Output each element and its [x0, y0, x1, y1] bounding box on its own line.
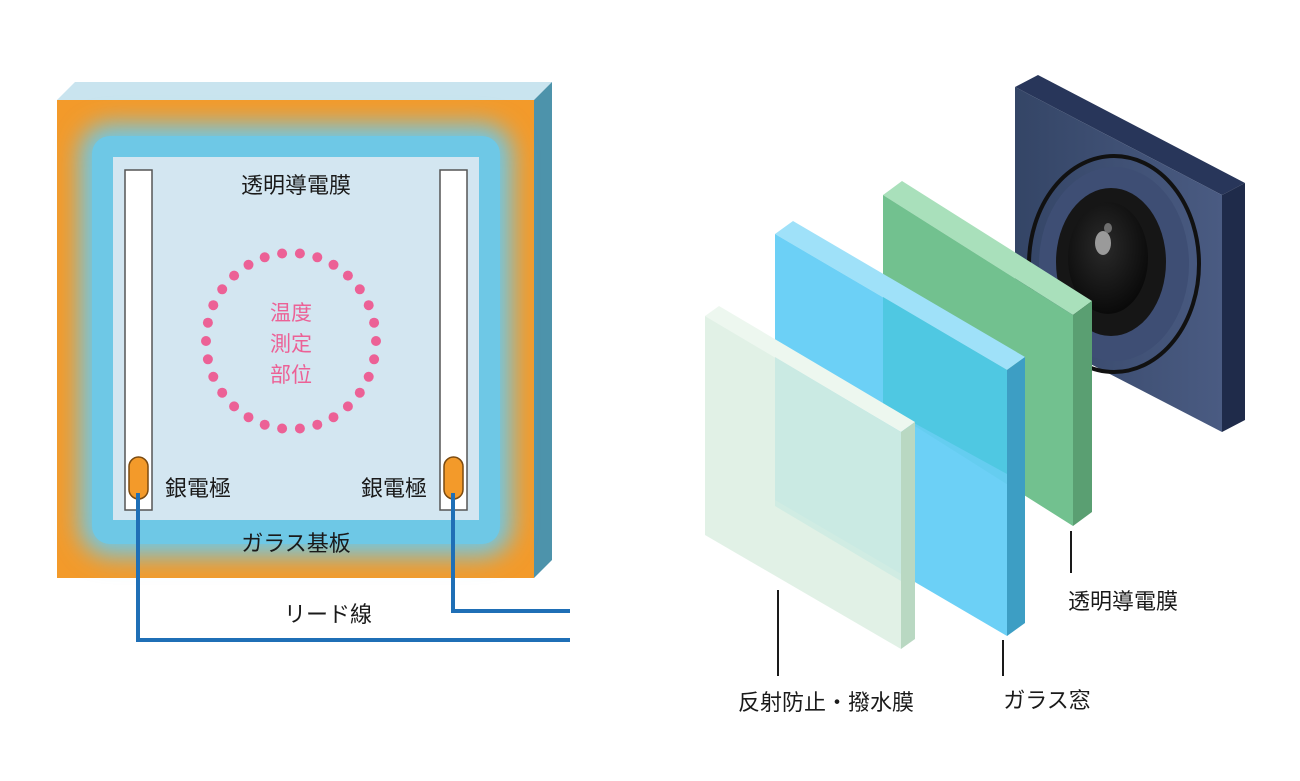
measurement-dot [342, 270, 353, 281]
measure-label-line-2: 測定 [270, 332, 312, 356]
panel-right-edge [534, 82, 552, 578]
substrate-label: ガラス基板 [241, 532, 351, 557]
measurement-dot [312, 252, 323, 263]
measurement-dot [277, 248, 288, 259]
measurement-dot [208, 371, 219, 382]
measurement-dot [259, 252, 270, 263]
measurement-dot [342, 401, 353, 412]
measurement-dot [312, 419, 323, 430]
lead-wire-label: リード線 [284, 603, 372, 628]
measurement-dot [369, 354, 380, 365]
measurement-dot [201, 336, 211, 346]
measurement-dot [294, 248, 305, 259]
measurement-dot [217, 387, 228, 398]
right-film-label: 透明導電膜 [1068, 590, 1178, 615]
measurement-dot [354, 387, 365, 398]
measurement-dot [369, 317, 380, 328]
measurement-ring [201, 248, 381, 434]
silver-electrode-left [128, 456, 149, 500]
measurement-dot [229, 270, 240, 281]
measurement-dot [363, 371, 374, 382]
measurement-dot [294, 423, 305, 434]
measurement-dot [217, 284, 228, 295]
measurement-dot [328, 412, 339, 423]
measurement-dot [354, 284, 365, 295]
measurement-dot [202, 354, 213, 365]
measurement-dot [259, 419, 270, 430]
conductive-film [113, 157, 479, 520]
measurement-dot [208, 300, 219, 311]
coating-label: 反射防止・撥水膜 [738, 691, 914, 716]
measure-label-line-1: 温度 [270, 301, 312, 325]
measure-label-line-3: 部位 [270, 363, 312, 387]
lead-wire-left [136, 493, 570, 642]
measurement-dot [363, 300, 374, 311]
measurement-dot [371, 336, 381, 346]
panel-top-edge [57, 82, 552, 100]
electrode-strip-right [439, 169, 468, 511]
measurement-dot [277, 423, 288, 434]
measurement-dot [229, 401, 240, 412]
measurement-dot [202, 317, 213, 328]
silver-electrode-right [443, 456, 464, 500]
heater-panel-diagram: 透明導電膜 温度 測定 部位 銀電極 銀電極 ガラス基板 リード線 [57, 82, 570, 642]
camera-window-diagram: 透明導電膜 ガラス窓 反射防止・撥水膜 [705, 75, 1245, 716]
lead-wire-right [451, 493, 570, 613]
anti-reflection-coating [705, 306, 915, 649]
electrode-label-right: 銀電極 [361, 477, 427, 502]
window-label: ガラス窓 [1003, 689, 1091, 714]
measurement-dot [243, 412, 254, 423]
measurement-dot [243, 259, 254, 270]
measurement-dot [328, 259, 339, 270]
electrode-label-left: 銀電極 [165, 477, 231, 502]
film-label: 透明導電膜 [241, 174, 351, 199]
